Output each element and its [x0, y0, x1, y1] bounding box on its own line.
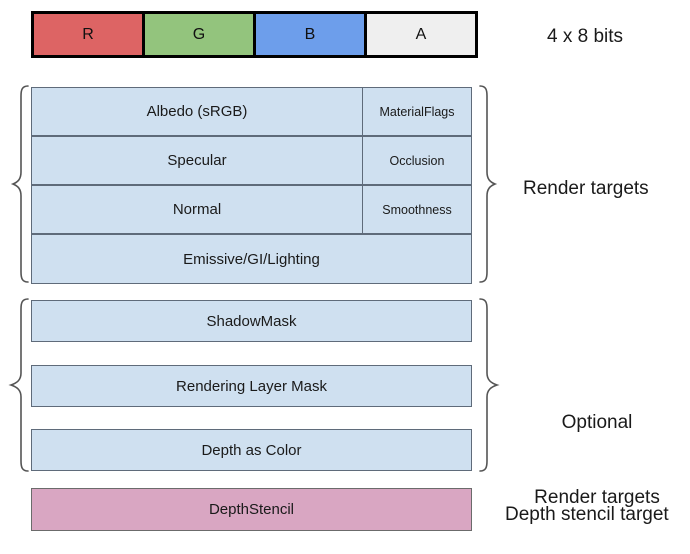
table-row: Albedo (sRGB) MaterialFlags — [31, 87, 472, 136]
optional-render-target-label: Rendering Layer Mask — [176, 377, 327, 395]
rgba-channel-bar: R G B A — [31, 11, 478, 58]
brace-render-targets-left — [10, 84, 30, 284]
optional-render-target-label: ShadowMask — [206, 312, 297, 330]
optional-caption-line-1: Optional — [561, 412, 633, 433]
table-row: Emissive/GI/Lighting — [31, 234, 472, 284]
render-target-label: Normal — [172, 201, 222, 218]
depth-stencil-caption: Depth stencil target — [505, 504, 669, 525]
channel-bar-caption: 4 x 8 bits — [547, 26, 624, 47]
render-target-specular: Specular — [31, 136, 362, 185]
render-target-alpha-label: Occlusion — [389, 153, 445, 168]
depth-stencil-label: DepthStencil — [208, 501, 295, 518]
optional-render-target-depth-as-color: Depth as Color — [31, 429, 472, 471]
brace-render-targets-right — [478, 84, 498, 284]
render-target-alpha-occlusion: Occlusion — [362, 136, 472, 185]
render-target-label: Emissive/GI/Lighting — [183, 250, 320, 268]
render-target-label: Specular — [167, 152, 227, 169]
render-target-albedo: Albedo (sRGB) — [31, 87, 362, 136]
render-target-normal: Normal — [31, 185, 362, 234]
channel-cell-a: A — [367, 14, 475, 55]
optional-render-target-rendering-layer-mask: Rendering Layer Mask — [31, 365, 472, 407]
channel-label-a: A — [415, 25, 427, 43]
channel-cell-r: R — [34, 14, 145, 55]
render-target-label: Albedo (sRGB) — [146, 103, 248, 120]
depth-stencil-box: DepthStencil — [31, 488, 472, 531]
optional-caption-line-2: Render targets — [534, 487, 660, 508]
channel-cell-b: B — [256, 14, 367, 55]
brace-optional-render-targets-left — [8, 297, 30, 473]
optional-render-target-shadowmask: ShadowMask — [31, 300, 472, 342]
render-target-alpha-label: Smoothness — [382, 202, 452, 217]
channel-label-b: B — [304, 25, 316, 43]
channel-cell-g: G — [145, 14, 256, 55]
render-target-emissive: Emissive/GI/Lighting — [31, 234, 472, 284]
render-target-alpha-label: MaterialFlags — [379, 104, 455, 119]
render-target-alpha-materialflags: MaterialFlags — [362, 87, 472, 136]
render-targets-table: Albedo (sRGB) MaterialFlags Specular Occ… — [31, 87, 472, 284]
optional-render-targets-caption: Optional Render targets — [522, 360, 672, 535]
channel-label-g: G — [192, 25, 206, 43]
render-targets-caption: Render targets — [523, 178, 649, 199]
table-row: Specular Occlusion — [31, 136, 472, 185]
channel-label-r: R — [82, 25, 94, 43]
brace-optional-render-targets-right — [478, 297, 500, 473]
table-row: Normal Smoothness — [31, 185, 472, 234]
render-target-alpha-smoothness: Smoothness — [362, 185, 472, 234]
optional-render-target-label: Depth as Color — [201, 441, 302, 459]
